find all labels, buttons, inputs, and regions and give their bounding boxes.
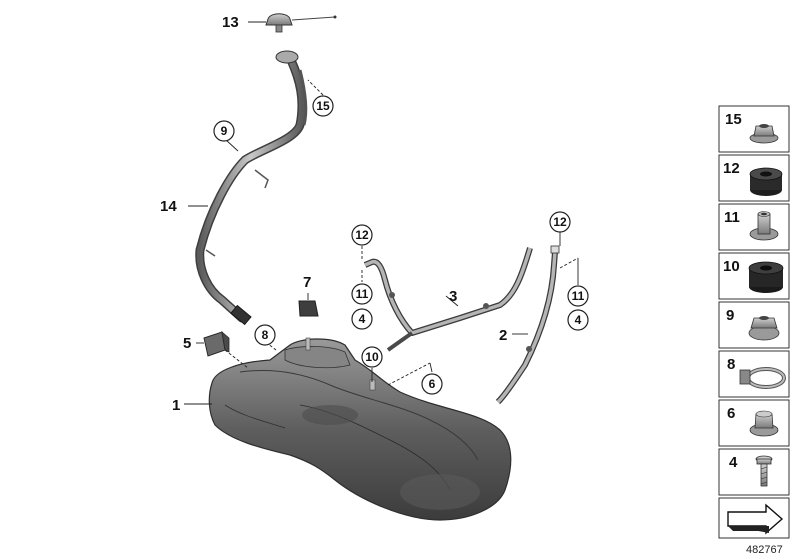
collar-nut-icon bbox=[749, 211, 779, 241]
cap-nut-icon bbox=[749, 410, 779, 437]
hose-clamp-icon bbox=[739, 367, 786, 389]
legend-item-11: 11 bbox=[718, 203, 790, 251]
flange-nut-icon bbox=[749, 124, 779, 144]
circled-ref-6: 6 bbox=[421, 373, 443, 395]
callout-5: 5 bbox=[183, 335, 191, 352]
legend-num-6: 6 bbox=[727, 405, 735, 422]
circled-ref-8-label: 8 bbox=[262, 328, 269, 342]
rubber-mount-icon bbox=[748, 261, 784, 293]
diagram-id: 482767 bbox=[746, 544, 783, 556]
callout-2: 2 bbox=[499, 327, 507, 344]
circled-ref-11-right-label: 11 bbox=[572, 289, 585, 303]
circled-ref-4-left-label: 4 bbox=[359, 312, 366, 326]
legend-num-10: 10 bbox=[723, 258, 740, 275]
legend-item-4: 4 bbox=[718, 448, 790, 496]
legend-item-15: 15 bbox=[718, 105, 790, 153]
damper-pad-7 bbox=[298, 300, 319, 317]
legend-item-8: 8 bbox=[718, 350, 790, 398]
circled-ref-4-right: 4 bbox=[567, 309, 589, 331]
circled-ref-9-label: 9 bbox=[221, 124, 228, 138]
circled-ref-4-left: 4 bbox=[351, 308, 373, 330]
damper-pad-5 bbox=[203, 330, 230, 357]
callout-3: 3 bbox=[449, 288, 457, 305]
arrow-icon bbox=[727, 503, 784, 535]
legend-item-9: 9 bbox=[718, 301, 790, 349]
circled-ref-9: 9 bbox=[213, 120, 235, 142]
circled-ref-11-left: 11 bbox=[351, 283, 373, 305]
callout-7: 7 bbox=[303, 274, 311, 291]
legend-item-12: 12 bbox=[718, 154, 790, 202]
circled-ref-10-label: 10 bbox=[365, 350, 379, 364]
tension-strap-right bbox=[495, 245, 560, 405]
circled-ref-12-right: 12 bbox=[549, 211, 571, 233]
circled-ref-12-left-label: 12 bbox=[355, 228, 369, 242]
circled-ref-12-left: 12 bbox=[351, 224, 373, 246]
rubber-grommet-icon bbox=[749, 167, 783, 196]
legend-num-11: 11 bbox=[724, 209, 740, 226]
circled-ref-11-left-label: 11 bbox=[356, 287, 369, 301]
callout-13: 13 bbox=[222, 14, 239, 31]
legend-panel: 15 12 11 bbox=[718, 105, 790, 539]
circled-ref-12-right-label: 12 bbox=[553, 215, 567, 229]
circled-ref-6-label: 6 bbox=[429, 377, 436, 391]
legend-num-8: 8 bbox=[727, 356, 735, 373]
circled-ref-8: 8 bbox=[254, 324, 276, 346]
circled-ref-10: 10 bbox=[361, 346, 383, 368]
legend-num-15: 15 bbox=[725, 111, 742, 128]
callout-14: 14 bbox=[160, 198, 177, 215]
legend-item-10: 10 bbox=[718, 252, 790, 300]
circled-ref-4-right-label: 4 bbox=[575, 313, 582, 327]
direction-arrow-box bbox=[718, 497, 790, 539]
leader-lines bbox=[184, 21, 579, 405]
tension-strap-left bbox=[363, 247, 533, 352]
hex-nut-icon bbox=[748, 316, 780, 341]
screw-icon bbox=[755, 455, 773, 487]
callout-1: 1 bbox=[172, 397, 180, 414]
legend-item-6: 6 bbox=[718, 399, 790, 447]
legend-num-4: 4 bbox=[729, 454, 738, 471]
filler-pipe bbox=[195, 50, 308, 326]
circled-ref-15: 15 bbox=[312, 95, 334, 117]
legend-num-12: 12 bbox=[723, 160, 740, 177]
fuel-tank bbox=[208, 337, 512, 521]
legend-num-9: 9 bbox=[726, 307, 734, 324]
circled-ref-15-label: 15 bbox=[316, 99, 330, 113]
circled-ref-11-right: 11 bbox=[567, 285, 589, 307]
fuel-cap bbox=[265, 13, 337, 33]
